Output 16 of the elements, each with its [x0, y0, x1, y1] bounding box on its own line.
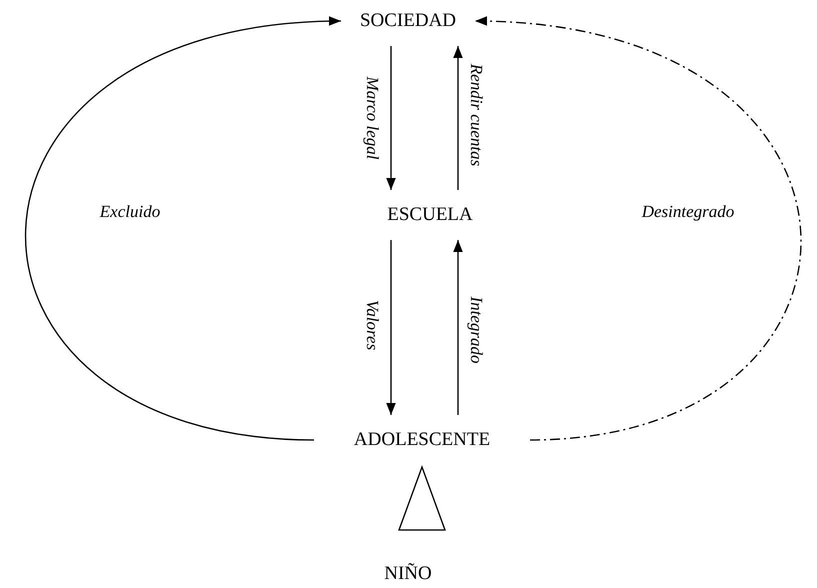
- triangle-arrow: [398, 465, 446, 531]
- edge-label: Marco legal: [362, 75, 382, 162]
- arrow: [386, 46, 396, 190]
- edge-label: Valores: [362, 298, 382, 352]
- arrow: [453, 240, 463, 415]
- arrow: [453, 46, 463, 190]
- node-label: NIÑO: [378, 560, 438, 588]
- node-label: SOCIEDAD: [345, 6, 471, 36]
- edge-label: Desintegrado: [640, 202, 736, 222]
- node-label: ADOLESCENTE: [318, 425, 526, 455]
- arrow: [474, 17, 802, 441]
- arrow: [386, 240, 396, 415]
- node-label: ESCUELA: [362, 200, 498, 230]
- arrow: [25, 17, 342, 441]
- edge-label: Integrado: [466, 295, 486, 366]
- edge-label: Rendir cuentas: [466, 62, 486, 168]
